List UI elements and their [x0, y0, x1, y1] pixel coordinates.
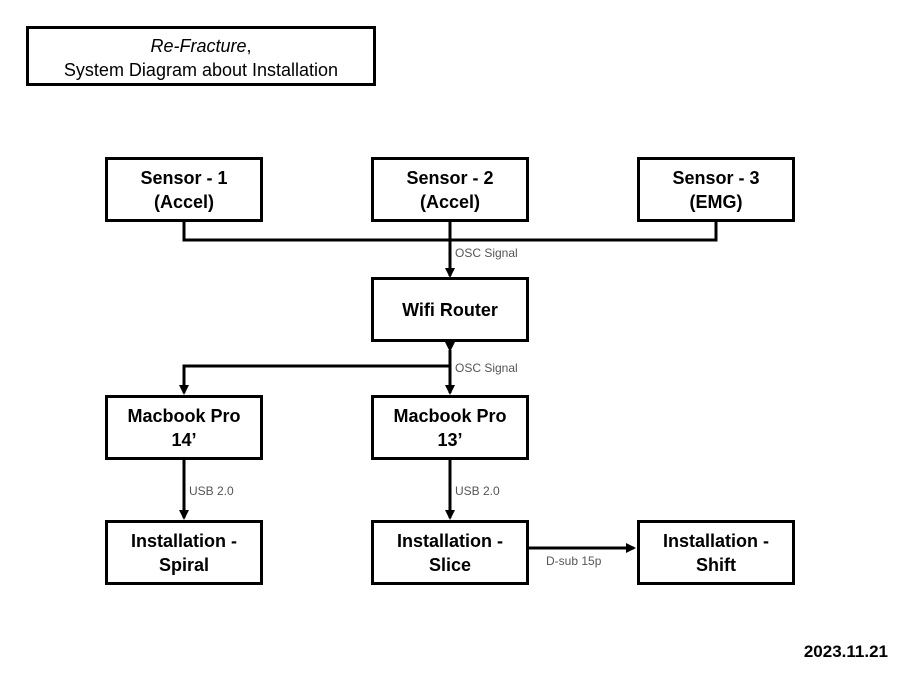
- osc-signal-in-label: OSC Signal: [455, 246, 518, 260]
- sensor-1-box: Sensor - 1 (Accel): [105, 157, 263, 222]
- sensor-2-name: Sensor - 2: [406, 167, 494, 188]
- sensor-1-type: (Accel): [153, 191, 215, 212]
- sensor-2-type: (Accel): [419, 191, 481, 212]
- installation-slice-box: Installation - Slice: [371, 520, 529, 585]
- macbook-13-box: Macbook Pro 13’: [371, 395, 529, 460]
- usb-left-label: USB 2.0: [189, 484, 234, 498]
- installation-slice-line2: Slice: [428, 554, 472, 575]
- sensor-1-name: Sensor - 1: [140, 167, 228, 188]
- installation-slice-line1: Installation -: [396, 530, 503, 551]
- title-line2: System Diagram about Installation: [63, 60, 339, 80]
- installation-shift-line2: Shift: [696, 554, 736, 575]
- installation-shift-box: Installation - Shift: [637, 520, 795, 585]
- date-label: 2023.11.21: [803, 642, 888, 661]
- macbook-13-size: 13’: [437, 429, 463, 450]
- sensor-3-box: Sensor - 3 (EMG): [637, 157, 795, 222]
- installation-shift-line1: Installation -: [662, 530, 769, 551]
- installation-spiral-line2: Spiral: [158, 554, 210, 575]
- title-line1-comma: ,: [246, 36, 252, 56]
- sensor-3-name: Sensor - 3: [672, 167, 760, 188]
- dsub-label: D-sub 15p: [546, 554, 602, 568]
- installation-spiral-line1: Installation -: [130, 530, 237, 551]
- macbook-13-name: Macbook Pro: [393, 405, 507, 426]
- installation-spiral-box: Installation - Spiral: [105, 520, 263, 585]
- sensor-2-box: Sensor - 2 (Accel): [371, 157, 529, 222]
- macbook-14-name: Macbook Pro: [127, 405, 241, 426]
- router-to-macbook14-arrow: [179, 364, 450, 395]
- macbook-14-box: Macbook Pro 14’: [105, 395, 263, 460]
- title-box: Re-Fracture, System Diagram about Instal…: [26, 26, 376, 86]
- osc-signal-out-label: OSC Signal: [455, 361, 518, 375]
- title-line1: Re-Fracture: [150, 36, 247, 56]
- usb-right-label: USB 2.0: [455, 484, 500, 498]
- wifi-router-box: Wifi Router: [371, 277, 529, 342]
- sensor-3-type: (EMG): [689, 191, 743, 212]
- macbook-14-size: 14’: [171, 429, 197, 450]
- wifi-router-name: Wifi Router: [402, 299, 498, 320]
